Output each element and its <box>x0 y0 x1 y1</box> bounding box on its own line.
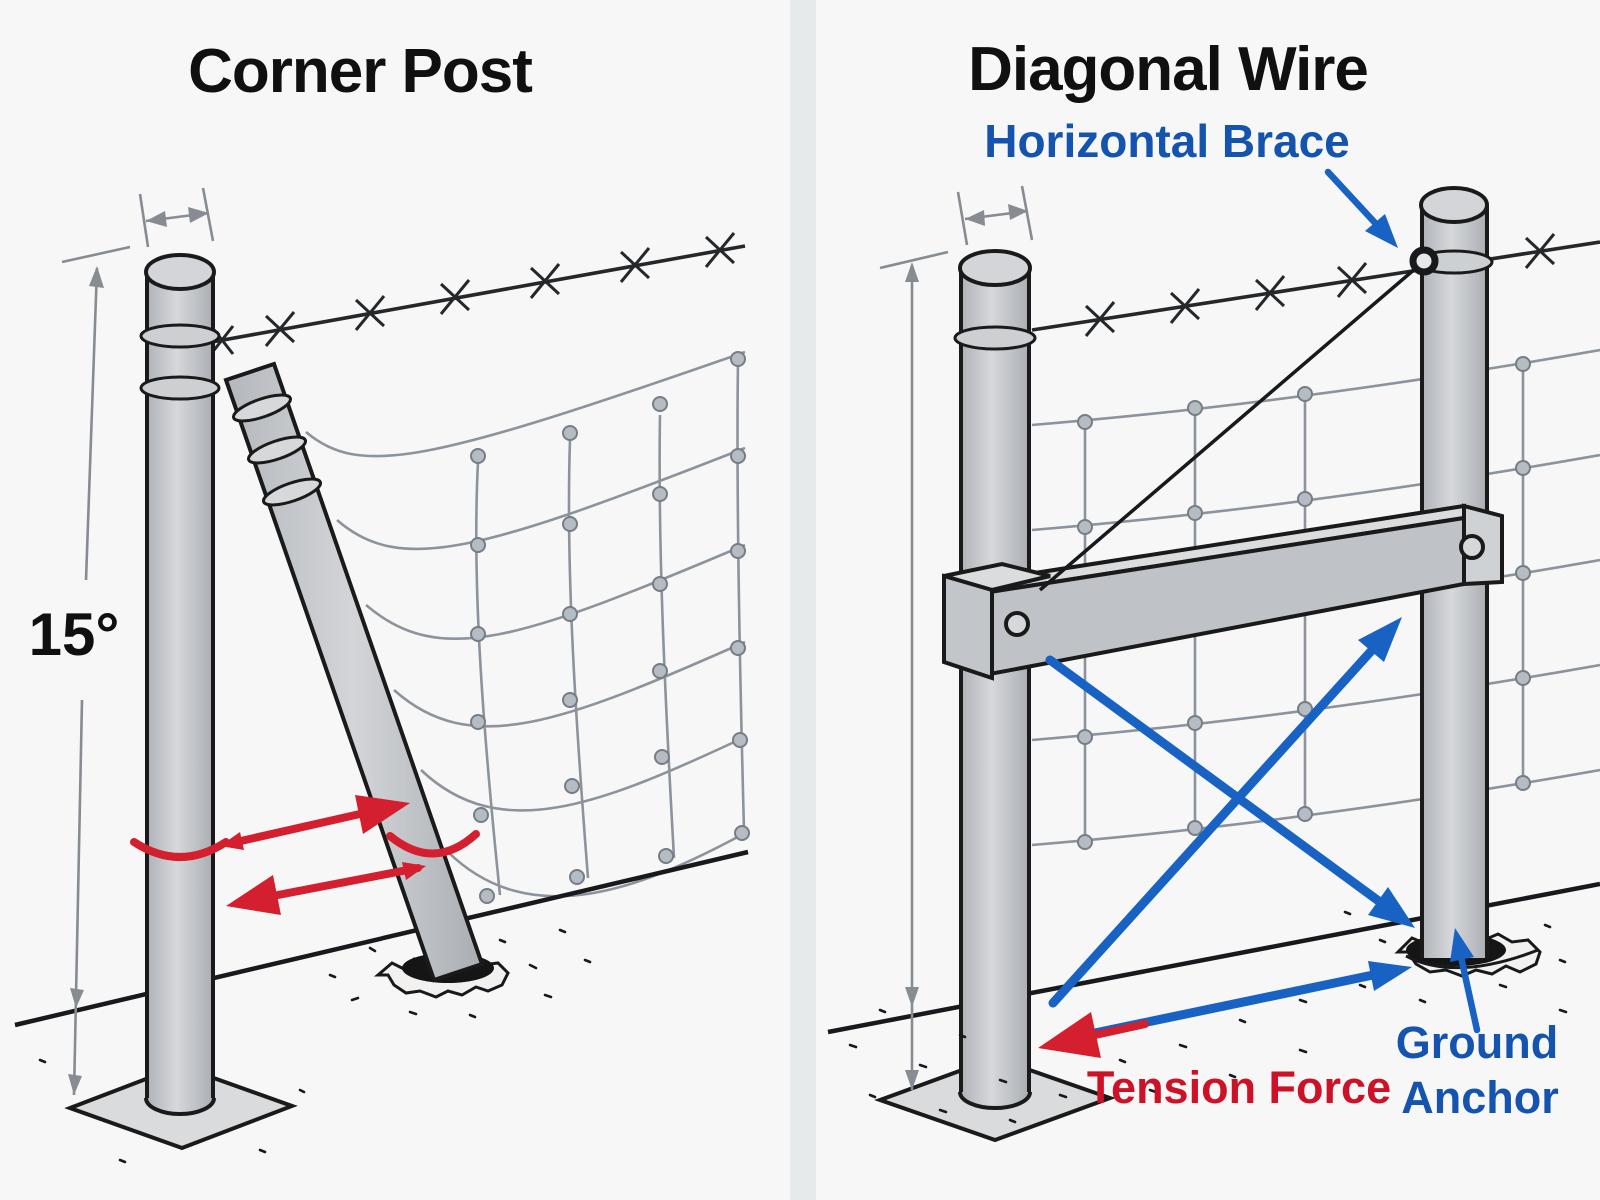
barbed-wire-right-icon <box>1031 233 1600 337</box>
tension-force-label: Tension Force <box>1087 1062 1391 1113</box>
ground-anchor-pointer <box>1450 928 1481 1034</box>
panel-divider <box>790 0 816 1200</box>
brace-collar-icon <box>231 393 293 423</box>
red-span-arrows <box>130 795 480 915</box>
right-panel-title: Diagonal Wire <box>968 35 1368 104</box>
post-collar-icon <box>953 325 1037 351</box>
ground-anchor-label-line1: Ground <box>1396 1017 1558 1068</box>
mesh-nodes-left <box>470 351 750 904</box>
brace-collar-icon <box>261 477 323 507</box>
angle-label: 15° <box>29 601 120 668</box>
brace-bolt-icon <box>1459 534 1485 560</box>
post-collar-icon <box>139 375 221 401</box>
diagonal-brace-post <box>223 361 485 983</box>
wire-eye-ring-icon <box>1409 246 1439 276</box>
horizontal-brace-beam <box>942 503 1504 681</box>
ground-anchor-label-line2: Anchor <box>1401 1072 1559 1123</box>
left-panel-title: Corner Post <box>188 37 532 106</box>
corner-post <box>139 253 221 1116</box>
horizontal-brace-label: Horizontal Brace <box>984 115 1350 167</box>
diagonal-tension-wire-icon <box>1038 266 1418 592</box>
red-band-post-icon <box>130 838 230 861</box>
brace-post <box>953 249 1037 1110</box>
width-dimension-right <box>956 185 1034 246</box>
red-band-brace-icon <box>386 830 480 858</box>
dirt-speckles-left <box>38 928 592 1164</box>
barbed-wire-left-icon <box>209 232 746 355</box>
dirt-speckles-right <box>848 910 1568 1124</box>
corner-post-panel: 15° Corner Post <box>14 37 750 1164</box>
brace-collar-icon <box>246 435 308 465</box>
height-dimension-right <box>879 250 949 1090</box>
width-dimension-left <box>138 187 215 248</box>
ground-line-left <box>14 849 749 1028</box>
horizontal-brace-pointer <box>1324 168 1398 248</box>
diagonal-wire-panel: Diagonal Wire Horizontal Brace Tension F… <box>827 35 1600 1143</box>
post-collar-icon <box>139 323 221 349</box>
tension-force-arrow <box>1038 1012 1149 1058</box>
height-dimension-left <box>61 245 131 1096</box>
wire-mesh-left-icon <box>305 350 746 898</box>
brace-bolt-icon <box>1004 611 1030 637</box>
